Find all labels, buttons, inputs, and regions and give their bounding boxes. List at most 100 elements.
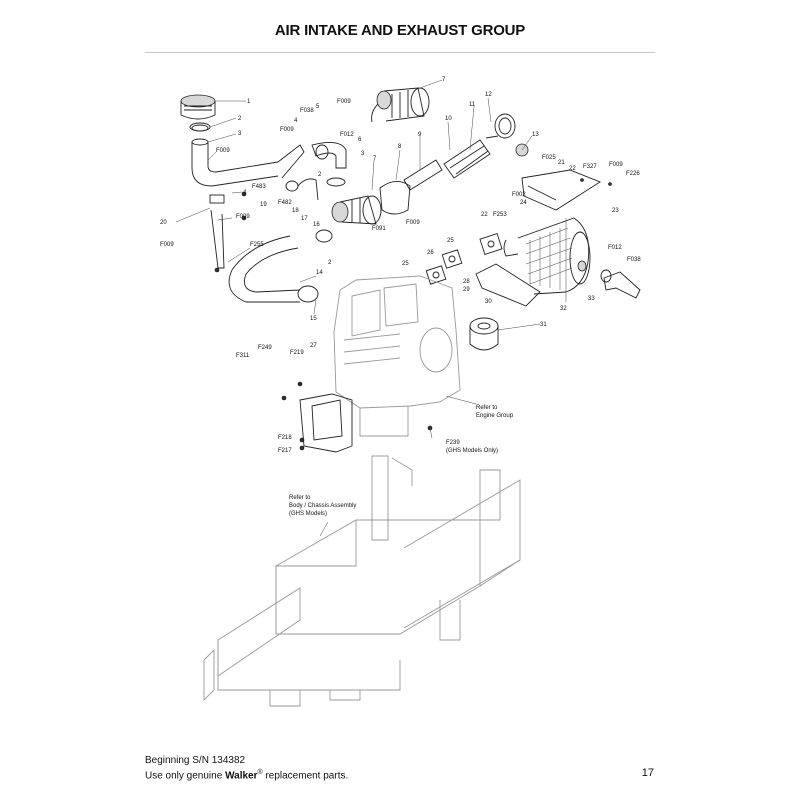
callout-25: 25	[402, 261, 409, 267]
callout-12: 12	[485, 92, 492, 98]
callout-4: 4	[294, 118, 298, 124]
callout-26: 26	[427, 250, 434, 256]
footer-registered-mark: ®	[257, 769, 263, 776]
callout-F038: F038	[627, 257, 641, 263]
callout-F327: F327	[583, 164, 597, 170]
air-cleaner-upper	[371, 87, 430, 123]
callout-4: 4	[243, 190, 247, 196]
callout-27: 27	[310, 343, 317, 349]
callout-F253: F253	[493, 212, 507, 218]
ghs-models-note: (GHS Models Only)	[446, 448, 498, 454]
callout-F002: F002	[512, 192, 526, 198]
page-number: 17	[641, 767, 654, 779]
engine-ref-line2: Engine Group	[476, 413, 514, 419]
callout-F009: F009	[216, 148, 230, 154]
callout-2: 2	[328, 260, 332, 266]
callout-22: 22	[569, 166, 576, 172]
callout-23: 23	[612, 208, 619, 214]
callout-21: 21	[558, 160, 565, 166]
elbow-hose	[311, 141, 347, 169]
callout-5: 5	[316, 104, 320, 110]
intake-hose	[228, 229, 333, 303]
callout-3: 3	[238, 131, 242, 137]
callout-18: 18	[292, 208, 299, 214]
callout-30: 30	[485, 299, 492, 305]
callout-29: 29	[463, 287, 470, 293]
callout-F012: F012	[608, 245, 622, 251]
heat-shield	[475, 263, 541, 307]
callout-28: 28	[463, 279, 470, 285]
chassis-ref-line2: Body / Chassis Assembly	[289, 503, 356, 509]
air-cleaner-lower	[331, 195, 382, 225]
callout-24: 24	[520, 200, 527, 206]
callout-10: 10	[445, 116, 452, 122]
callout-20: 20	[160, 220, 167, 226]
callout-labels: 1 2 3 F009 4 F483 19 20 F009 F009 F255 F…	[160, 77, 641, 454]
engine-mount-plate	[281, 381, 433, 453]
callout-F219: F219	[290, 350, 304, 356]
intake-pipe	[191, 138, 305, 187]
callout-F226: F226	[626, 171, 640, 177]
callout-2: 2	[318, 172, 322, 178]
air-cleaner-band	[379, 181, 411, 215]
callout-2: 2	[238, 116, 242, 122]
callout-14: 14	[316, 270, 323, 276]
muffler	[503, 217, 591, 295]
gaskets	[425, 233, 503, 285]
callout-7: 7	[442, 77, 446, 83]
title-rule	[145, 52, 655, 53]
callout-F311: F311	[236, 353, 250, 359]
callout-3: 3	[361, 151, 365, 157]
tailpipe	[600, 269, 641, 299]
reference-notes: Refer to Engine Group (GHS Models Only) …	[289, 405, 514, 517]
callout-F218: F218	[278, 435, 292, 441]
callout-F009: F009	[609, 162, 623, 168]
callout-31: 31	[540, 322, 547, 328]
callout-F239: F239	[446, 440, 460, 446]
callout-7: 7	[373, 156, 377, 162]
callout-F009: F009	[236, 214, 250, 220]
callout-13: 13	[532, 132, 539, 138]
callout-F255: F255	[250, 242, 264, 248]
callout-6: 6	[358, 137, 362, 143]
callout-F038: F038	[300, 108, 314, 114]
callout-32: 32	[560, 306, 567, 312]
callout-F009: F009	[406, 220, 420, 226]
footer-notice-prefix: Use only genuine	[145, 770, 226, 782]
callout-25: 25	[447, 238, 454, 244]
callout-F012: F012	[340, 132, 354, 138]
callout-F009: F009	[337, 99, 351, 105]
callout-11: 11	[469, 102, 476, 108]
callout-17: 17	[301, 216, 308, 222]
hose-clamp	[189, 122, 211, 132]
chassis-frame	[203, 455, 521, 707]
callout-19: 19	[260, 202, 267, 208]
callout-F091: F091	[372, 226, 386, 232]
callout-F025: F025	[542, 155, 556, 161]
callout-F217: F217	[278, 448, 292, 454]
filter-element	[403, 139, 491, 191]
callout-8: 8	[398, 144, 402, 150]
mounting-bracket	[521, 169, 612, 211]
callout-9: 9	[418, 132, 422, 138]
callout-1: 1	[247, 99, 251, 105]
footer-notice: Use only genuine Walker® replacement par…	[145, 767, 348, 781]
callout-F483: F483	[252, 184, 266, 190]
chassis-ref-line3: (GHS Models)	[289, 511, 327, 517]
engine-block	[333, 275, 461, 437]
footer-serial: Beginning S/N 134382	[145, 755, 246, 766]
callout-F009: F009	[280, 127, 294, 133]
callout-F482: F482	[278, 200, 292, 206]
callout-16: 16	[313, 222, 320, 228]
callout-F249: F249	[258, 345, 272, 351]
chassis-ref-line1: Refer to	[289, 495, 311, 501]
callout-F009: F009	[160, 242, 174, 248]
callout-15: 15	[310, 316, 317, 322]
engine-ref-line1: Refer to	[476, 405, 498, 411]
oil-filter	[469, 317, 499, 351]
air-intake-cap	[180, 94, 216, 120]
callout-33: 33	[588, 296, 595, 302]
page-title: AIR INTAKE AND EXHAUST GROUP	[274, 22, 526, 39]
pipe-bracket	[209, 191, 247, 273]
